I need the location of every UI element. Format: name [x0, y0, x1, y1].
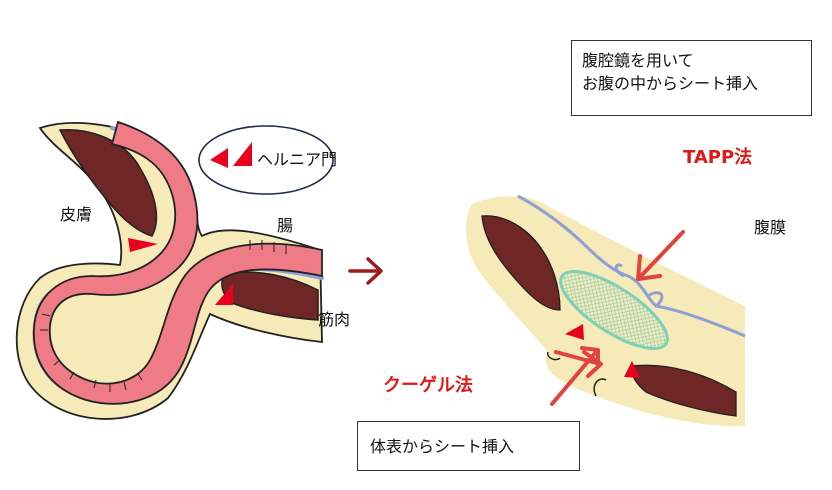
note-laparoscope: 腹腔鏡を用いて お腹の中からシート挿入 — [571, 40, 812, 116]
hernia-gate-legend — [198, 125, 334, 195]
left-intestine-loop — [33, 120, 323, 405]
intestine-fold-marks — [40, 240, 287, 392]
right-muscle-upper — [481, 215, 561, 311]
right-skin-edge — [547, 351, 607, 397]
right-peritoneum-line — [517, 194, 746, 338]
left-pointer-arrowhead-1 — [128, 238, 158, 252]
title-tapp: TAPP法 — [683, 147, 753, 168]
kugel-insertion-arrows — [550, 346, 603, 406]
label-intestine: 腸 — [277, 216, 294, 235]
right-pointer-arrowhead-1 — [565, 324, 584, 340]
label-muscle: 筋肉 — [318, 310, 351, 329]
right-repair-illustration — [466, 194, 746, 427]
label-skin: 皮膚 — [60, 205, 93, 224]
note-body-surface: 体表からシート挿入 — [357, 421, 580, 471]
right-peritoneum-flap-2 — [647, 291, 664, 308]
note-laparoscope-line1: 腹腔鏡を用いて — [582, 51, 694, 70]
left-muscle-lower — [221, 271, 319, 321]
tapp-insertion-arrow — [636, 230, 685, 281]
legend-pointer-icon-1 — [210, 148, 228, 168]
mesh-sheet — [559, 270, 669, 350]
left-hernia-illustration — [15, 120, 324, 420]
title-kugel: クーゲル法 — [383, 375, 473, 396]
transition-arrow — [348, 257, 383, 285]
right-pointer-arrowhead-2 — [624, 361, 640, 378]
note-laparoscope-line2: お腹の中からシート挿入 — [582, 74, 759, 93]
right-muscle-lower — [630, 364, 737, 417]
note-body-surface-text: 体表からシート挿入 — [370, 437, 515, 456]
left-pointer-arrowhead-2 — [215, 284, 233, 305]
right-peritoneum-flap — [614, 263, 625, 278]
label-peritoneum: 腹膜 — [754, 218, 787, 237]
label-hernia-gate: ヘルニア門 — [257, 150, 338, 169]
legend-pointer-icon-2 — [233, 142, 252, 166]
